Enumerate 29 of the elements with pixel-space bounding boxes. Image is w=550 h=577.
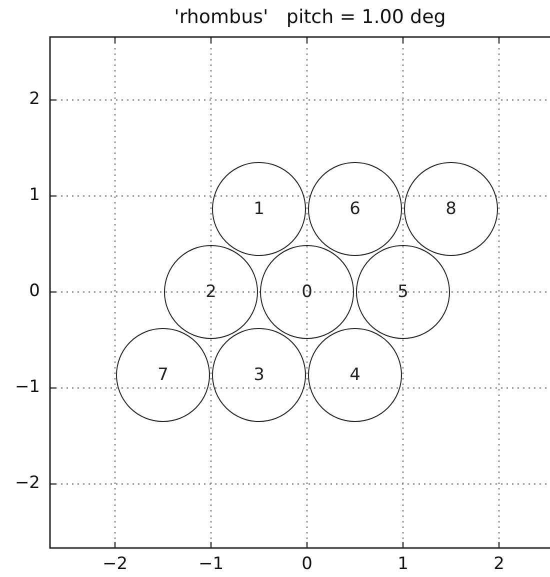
x-tick-label: −1	[197, 554, 225, 574]
circle	[356, 245, 450, 339]
circle	[308, 328, 402, 422]
x-tick-label: 1	[396, 554, 410, 574]
circle	[404, 162, 498, 256]
circle-number: 3	[254, 365, 264, 386]
circle-number: 7	[158, 365, 168, 386]
circle-number: 8	[446, 198, 456, 219]
y-tick-label: −1	[14, 377, 40, 397]
x-tick-label: 2	[492, 554, 506, 574]
circle	[308, 162, 402, 256]
chart-title: 'rhombus' pitch = 1.00 deg	[173, 6, 447, 28]
circle-number: 4	[350, 365, 360, 386]
y-tick-label: 2	[29, 89, 40, 109]
y-tick-label: 1	[29, 185, 40, 205]
circle-number: 6	[350, 198, 360, 219]
circle-number: 0	[302, 282, 312, 302]
x-tick-label: −2	[101, 554, 129, 574]
circle-number: 5	[398, 282, 408, 302]
y-tick-label: −2	[14, 473, 40, 493]
circle	[164, 245, 258, 339]
circle	[260, 245, 354, 339]
y-tick-label: 0	[29, 281, 40, 301]
circle-number: 1	[254, 198, 264, 219]
circle	[212, 328, 306, 422]
circle-number: 2	[206, 282, 216, 302]
circle	[212, 162, 306, 256]
x-tick-label: 0	[300, 554, 314, 574]
circle	[116, 328, 210, 422]
